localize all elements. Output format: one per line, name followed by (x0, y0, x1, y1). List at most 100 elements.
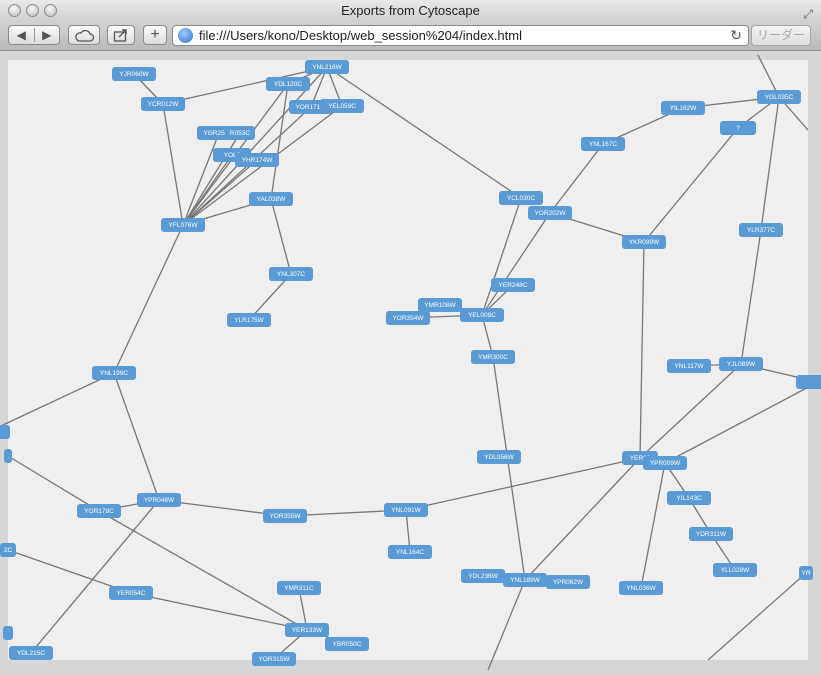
back-arrow-icon[interactable]: ◀ (9, 28, 35, 42)
network-node[interactable]: YCR012W (141, 97, 185, 111)
network-node[interactable]: YNL091W (384, 503, 428, 517)
node-label: YMR108W (424, 302, 456, 309)
network-node[interactable]: YDL215C (9, 646, 53, 660)
node-box (796, 375, 821, 389)
network-node[interactable]: YFL076W (161, 218, 205, 232)
network-node[interactable]: YMR300C (471, 350, 515, 364)
network-node[interactable]: YNL307C (269, 267, 313, 281)
node-box (739, 223, 783, 237)
network-node[interactable]: YDL120C (266, 77, 310, 91)
node-label: YLL028W (721, 567, 750, 574)
node-box (9, 646, 53, 660)
network-node[interactable]: YDL056W (477, 450, 521, 464)
network-node[interactable]: YMR311C (277, 581, 321, 595)
network-node[interactable]: YBR050C (325, 637, 369, 651)
node-box (461, 569, 505, 583)
network-node[interactable]: YMR108W (418, 298, 462, 312)
node-label: YMR300C (478, 354, 508, 361)
network-node[interactable]: YHR174W (235, 153, 279, 167)
network-node[interactable]: YCL030C (499, 191, 543, 205)
icloud-tabs-button[interactable] (68, 25, 100, 45)
node-box (477, 450, 521, 464)
network-node[interactable]: YIL162W (661, 101, 705, 115)
network-edge (707, 572, 807, 661)
network-node[interactable]: YAL038W (249, 192, 293, 206)
url-text: file:///Users/kono/Desktop/web_session%2… (199, 28, 522, 43)
network-node[interactable]: YOR354W (386, 311, 430, 325)
network-node[interactable]: YKR099W (622, 235, 666, 249)
node-box (161, 218, 205, 232)
node-label: YNL167C (589, 141, 617, 148)
network-node[interactable]: ? (720, 121, 756, 135)
network-node[interactable]: YNL167C (581, 137, 625, 151)
close-window-button[interactable] (8, 4, 21, 17)
reader-button[interactable]: リーダー (751, 25, 811, 46)
zoom-window-button[interactable] (44, 4, 57, 17)
network-node[interactable]: YJR060W (112, 67, 156, 81)
network-node[interactable]: YOR202W (528, 206, 572, 220)
node-label: 2C (4, 547, 13, 554)
node-label: YDL236W (468, 573, 498, 580)
network-node[interactable] (4, 449, 12, 463)
network-node[interactable]: YGL035C (757, 90, 801, 104)
network-node[interactable]: YEL059C (320, 99, 364, 113)
new-tab-button[interactable]: + (143, 25, 167, 45)
node-label: YDL215C (17, 650, 45, 657)
node-box (491, 278, 535, 292)
network-node[interactable]: YNL164C (388, 545, 432, 559)
network-node[interactable]: YEL009C (460, 308, 504, 322)
network-node[interactable]: YNL216W (305, 60, 349, 74)
network-node[interactable]: YLR377C (739, 223, 783, 237)
reload-icon[interactable]: ↻ (730, 27, 742, 43)
network-node[interactable]: YOR355W (263, 509, 307, 523)
network-node[interactable]: YER133W (285, 623, 329, 637)
node-label: YJL089W (727, 361, 756, 368)
network-node[interactable]: YNL036W (619, 581, 663, 595)
network-node[interactable] (3, 626, 13, 640)
network-node[interactable]: YDL236W (461, 569, 505, 583)
network-edge (549, 143, 604, 214)
fullscreen-icon[interactable]: ⤢ (803, 7, 813, 21)
minimize-window-button[interactable] (26, 4, 39, 17)
network-node[interactable] (796, 375, 821, 389)
node-label: R053C (230, 130, 251, 137)
forward-arrow-icon[interactable]: ▶ (42, 28, 52, 42)
network-node[interactable]: YNL117W (667, 359, 711, 373)
network-node[interactable]: YOR315W (252, 652, 296, 666)
network-node[interactable]: YER248C (491, 278, 535, 292)
share-button[interactable] (107, 25, 135, 45)
node-label: YOR355W (269, 513, 301, 520)
node-label: YR (801, 570, 810, 577)
network-node[interactable]: YIL143C (667, 491, 711, 505)
network-node[interactable]: YPR009W (643, 456, 687, 470)
network-node[interactable]: YPR062W (546, 575, 590, 589)
globe-icon (178, 28, 193, 43)
network-edge (248, 273, 292, 321)
network-node[interactable]: 2C (0, 543, 16, 557)
node-box (320, 99, 364, 113)
node-label: YOR202W (534, 210, 566, 217)
network-node[interactable]: YLR175W (227, 313, 271, 327)
network-node[interactable]: YJL089W (719, 357, 763, 371)
node-box (92, 366, 136, 380)
network-node[interactable]: YNL189W (503, 573, 547, 587)
address-bar[interactable]: file:///Users/kono/Desktop/web_session%2… (172, 25, 749, 46)
network-node[interactable]: YER054C (109, 586, 153, 600)
network-node[interactable]: YDR311W (689, 527, 733, 541)
network-node[interactable]: YLL028W (713, 563, 757, 577)
network-edge (182, 132, 220, 226)
network-node[interactable]: YOR178C (77, 504, 121, 518)
network-edge (162, 103, 184, 226)
node-label: YIL162W (670, 105, 698, 112)
back-forward-group: ◀ ▶ (8, 25, 60, 45)
network-node[interactable]: R053C (225, 126, 255, 140)
network-edge (492, 356, 526, 581)
node-label: YJR060W (119, 71, 149, 78)
title-bar: Exports from Cytoscape ⤢ (0, 0, 821, 22)
network-node[interactable]: YR (799, 566, 813, 580)
network-node[interactable]: YPR048W (137, 493, 181, 507)
network-node[interactable] (0, 425, 10, 439)
network-node[interactable]: YNL199C (92, 366, 136, 380)
